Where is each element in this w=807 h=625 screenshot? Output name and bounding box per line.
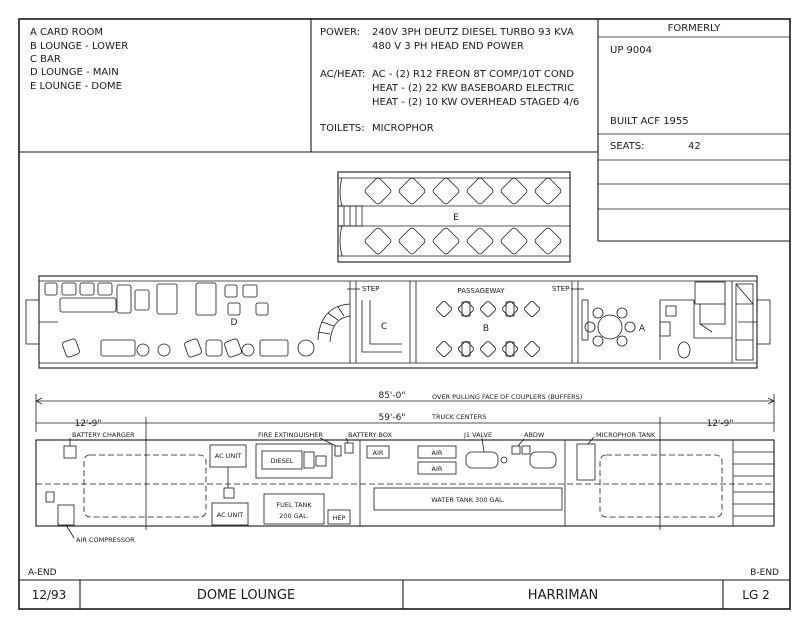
a-end-overhang: 12'-9" (74, 419, 101, 429)
acheat-line: AC - (2) R12 FREON 8T COMP/10T COND (372, 69, 574, 80)
formerly-value: UP 9004 (610, 45, 652, 56)
overall-note: OVER PULLING FACE OF COUPLERS (BUFFERS) (432, 393, 582, 401)
a-end-label: A-END (28, 568, 57, 578)
formerly-header: FORMERLY (668, 23, 722, 34)
acheat-label: AC/HEAT: (320, 69, 365, 80)
power-line: 480 V 3 PH HEAD END POWER (372, 41, 524, 52)
coupler-a-end (25, 299, 40, 345)
specs-block: POWER: 240V 3PH DEUTZ DIESEL TURBO 93 KV… (319, 27, 579, 134)
microphor-tank-label: MICROPHOR TANK (596, 431, 656, 439)
dome-seats (364, 177, 562, 255)
step-label-right: STEP (552, 285, 569, 293)
lower-lounge-label: B (483, 324, 489, 334)
bar-label: C (381, 322, 387, 332)
built-text: BUILT ACF 1955 (610, 116, 689, 127)
j1-valve (500, 456, 508, 464)
coupler-b-end (756, 299, 771, 345)
seats-label: SEATS: (610, 141, 645, 152)
air-reservoir (366, 445, 390, 459)
legend-item: A CARD ROOM (30, 27, 103, 38)
fire-extinguisher (334, 445, 342, 457)
battery-charger (63, 445, 77, 459)
air-compressor (57, 504, 75, 526)
brake-cylinder (529, 451, 557, 469)
overall-length: 85'-0" (378, 391, 405, 401)
car-type: DOME LOUNGE (197, 588, 295, 603)
curved-stair (317, 303, 351, 341)
passageway-label: PASSAGEWAY (457, 287, 505, 295)
brake-cylinder (465, 451, 499, 469)
title-block: 12/93 DOME LOUNGE HARRIMAN LG 2 (19, 579, 790, 609)
svg-text:HEP: HEP (333, 514, 346, 522)
formerly-box: FORMERLY UP 9004 BUILT ACF 1955 SEATS: 4… (610, 23, 721, 152)
svg-text:FUEL TANK: FUEL TANK (276, 501, 312, 509)
legend-item: B LOUNGE - LOWER (30, 41, 128, 52)
step-label-left: STEP (362, 285, 379, 293)
acheat-line: HEAT - (2) 10 KW OVERHEAD STAGED 4/6 (372, 97, 579, 108)
legend-item: E LOUNGE - DOME (30, 81, 122, 92)
b-end-vestibule (735, 283, 754, 361)
bar-counter (361, 300, 402, 353)
svg-text:AIR: AIR (432, 465, 443, 473)
drawing-code: LG 2 (742, 588, 769, 602)
air-compressor-label: AIR COMPRESSOR (76, 536, 135, 544)
diesel-generator (255, 443, 333, 479)
water-tank (373, 487, 563, 511)
battery-box (344, 442, 354, 454)
hep-box (327, 509, 351, 525)
air-reservoir (417, 461, 457, 475)
underfloor-plan: BATTERY CHARGER AIR COMPRESSOR AC UNIT A… (35, 431, 775, 544)
truck-b-end (599, 454, 723, 518)
lower-lounge-seats (435, 300, 541, 358)
main-level-plan: D (25, 275, 771, 369)
dimension-lines: 85'-0" OVER PULLING FACE OF COUPLERS (BU… (35, 391, 775, 436)
abdw-label: ABDW (524, 431, 545, 439)
b-end-overhang: 12'-9" (706, 419, 733, 429)
legend-item: D LOUNGE - MAIN (30, 67, 119, 78)
card-room-label: A (639, 324, 646, 334)
seats-value: 42 (688, 141, 701, 152)
svg-text:AIR: AIR (432, 449, 443, 457)
svg-text:AIR: AIR (373, 449, 384, 457)
b-end-label: B-END (750, 568, 779, 578)
power-label: POWER: (320, 27, 360, 38)
acheat-line: HEAT - (2) 22 KW BASEBOARD ELECTRIC (372, 83, 574, 94)
air-reservoir (417, 445, 457, 459)
microphor-tank (576, 443, 596, 481)
toilets-label: TOILETS: (319, 123, 365, 134)
svg-text:AC UNIT: AC UNIT (217, 511, 243, 519)
toilets-value: MICROPHOR (372, 123, 434, 134)
svg-text:200 GAL.: 200 GAL. (279, 512, 309, 520)
dome-level-plan: E (337, 171, 571, 263)
truck-centers-note: TRUCK CENTERS (431, 413, 486, 421)
dome-area-label: E (453, 213, 459, 223)
card-table (584, 307, 636, 347)
fuel-tank (263, 493, 325, 525)
ac-unit-bottom (211, 502, 249, 526)
truck-centers-length: 59'-6" (378, 413, 405, 423)
date-code: 12/93 (32, 588, 67, 602)
power-line: 240V 3PH DEUTZ DIESEL TURBO 93 KVA (372, 27, 574, 38)
legend: A CARD ROOM B LOUNGE - LOWER C BAR D LOU… (30, 27, 128, 92)
fire-extinguisher-label: FIRE EXTINGUISHER (258, 431, 323, 439)
sheet-border (18, 18, 791, 610)
svg-text:AC UNIT: AC UNIT (215, 452, 241, 460)
battery-charger-label: BATTERY CHARGER (72, 431, 135, 439)
svg-text:DIESEL: DIESEL (271, 457, 294, 465)
truck-a-end (83, 454, 207, 518)
svg-text:WATER TANK 300 GAL.: WATER TANK 300 GAL. (431, 496, 504, 504)
toilet-fixture (677, 341, 691, 359)
main-lounge-label: D (231, 318, 238, 328)
car-name: HARRIMAN (528, 588, 598, 603)
battery-box-label: BATTERY BOX (348, 431, 393, 439)
legend-item: C BAR (30, 54, 61, 65)
j1-valve-label: J1 VALVE (463, 431, 492, 439)
